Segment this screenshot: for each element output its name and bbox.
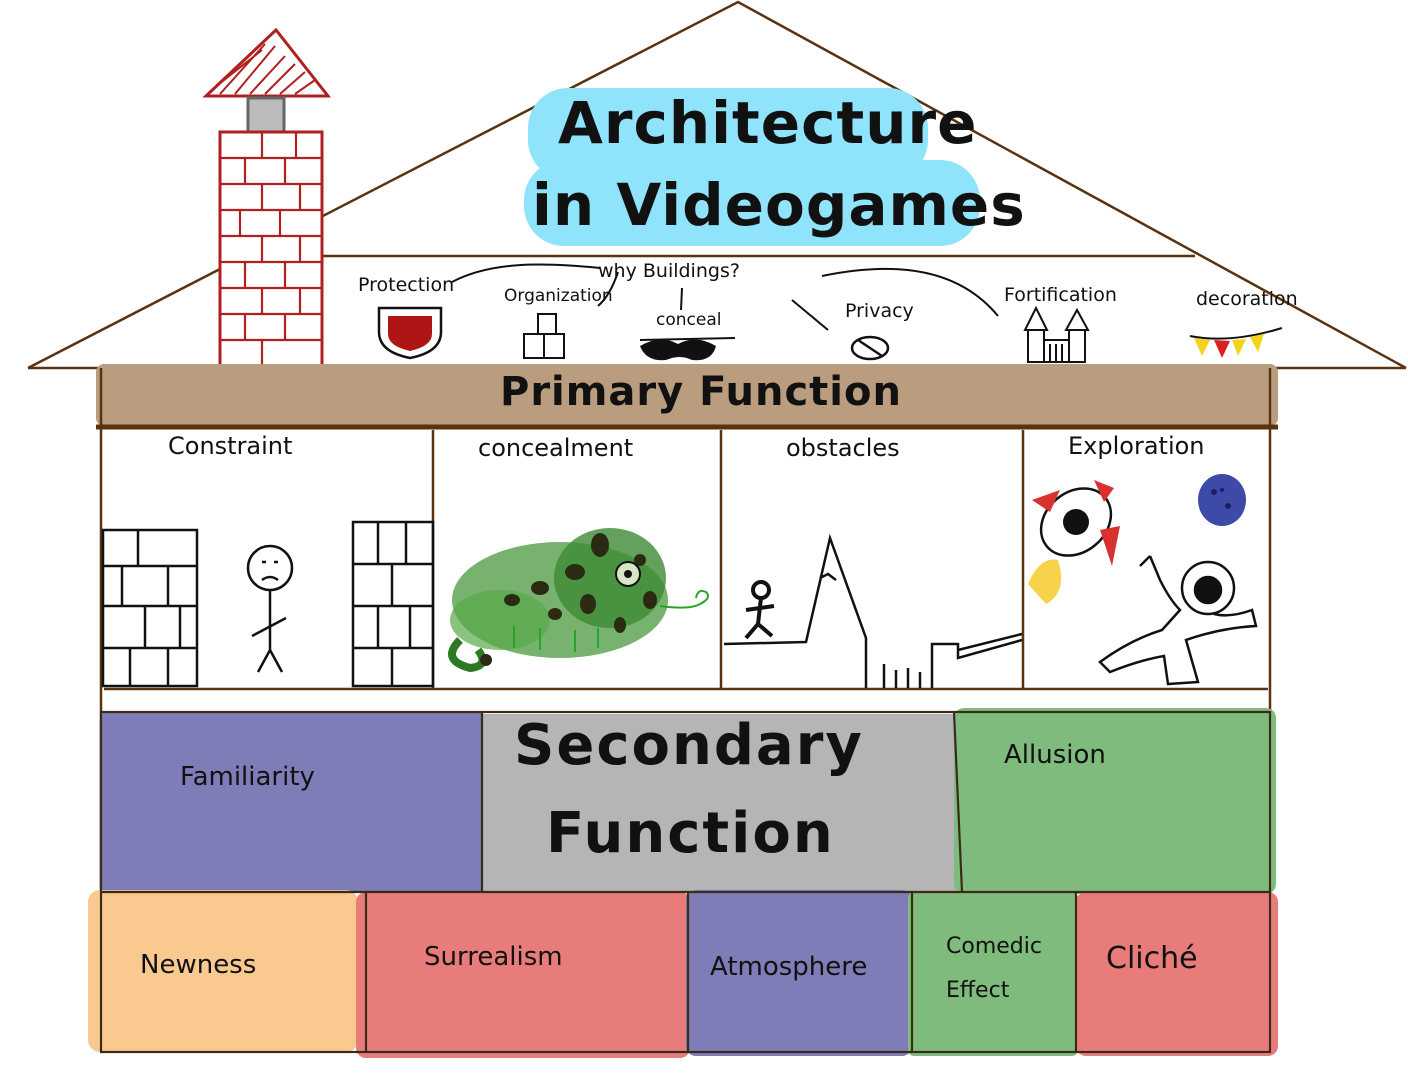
primary-band (96, 364, 1278, 430)
panel-label-obstacles: obstacles (786, 434, 900, 462)
reason-decoration: decoration (1196, 288, 1298, 310)
block-label-atmosphere: Atmosphere (710, 952, 868, 982)
mountain-icon (723, 533, 868, 688)
why-buildings-heading: why Buildings? (598, 260, 740, 282)
block-label-effect: Effect (946, 978, 1010, 1003)
astronaut-icon (1098, 555, 1258, 686)
title-line-2: in Videogames (532, 171, 1026, 239)
ban-icon (850, 335, 890, 361)
reason-conceal: conceal (656, 310, 722, 330)
primary-function-heading: Primary Function (500, 369, 902, 415)
brick-wall-right (351, 520, 435, 688)
secondary-heading-line-1: Secondary (514, 713, 864, 778)
reason-organization: Organization (504, 286, 613, 306)
reason-fortification: Fortification (1004, 284, 1117, 306)
chameleon-icon (448, 528, 709, 673)
secondary-blocks (88, 708, 1278, 1058)
secondary-outlines (99, 710, 1272, 1054)
chimney-icon (202, 27, 332, 370)
running-figure-icon (744, 580, 775, 640)
terrain-icon (882, 632, 1023, 688)
brick-wall-left (101, 528, 199, 688)
panel-label-constraint: Constraint (168, 432, 293, 460)
title-line-1: Architecture (558, 89, 978, 157)
planet-icon (1198, 474, 1246, 526)
why-connectors (451, 263, 999, 331)
panel-label-concealment: concealment (478, 434, 634, 462)
shield-icon (377, 306, 443, 360)
panel-label-exploration: Exploration (1068, 432, 1205, 460)
block-label-newness: Newness (140, 950, 257, 980)
block-label-allusion: Allusion (1004, 740, 1106, 770)
block-label-familiarity: Familiarity (180, 762, 315, 792)
block-label-cliche: Cliché (1106, 941, 1198, 976)
castle-icon (1023, 305, 1090, 363)
sad-stick-figure-icon (246, 544, 294, 673)
block-label-comedic: Comedic (946, 934, 1042, 959)
rocket-icon (1028, 480, 1120, 604)
boxes-icon (523, 313, 565, 359)
title-highlight (524, 88, 980, 246)
reason-protection: Protection (358, 274, 455, 296)
secondary-heading-line-2: Function (546, 801, 835, 866)
bunting-icon (1189, 327, 1283, 358)
reason-privacy: Privacy (845, 300, 914, 322)
mask-icon (639, 337, 736, 361)
block-label-surrealism: Surrealism (424, 942, 563, 972)
